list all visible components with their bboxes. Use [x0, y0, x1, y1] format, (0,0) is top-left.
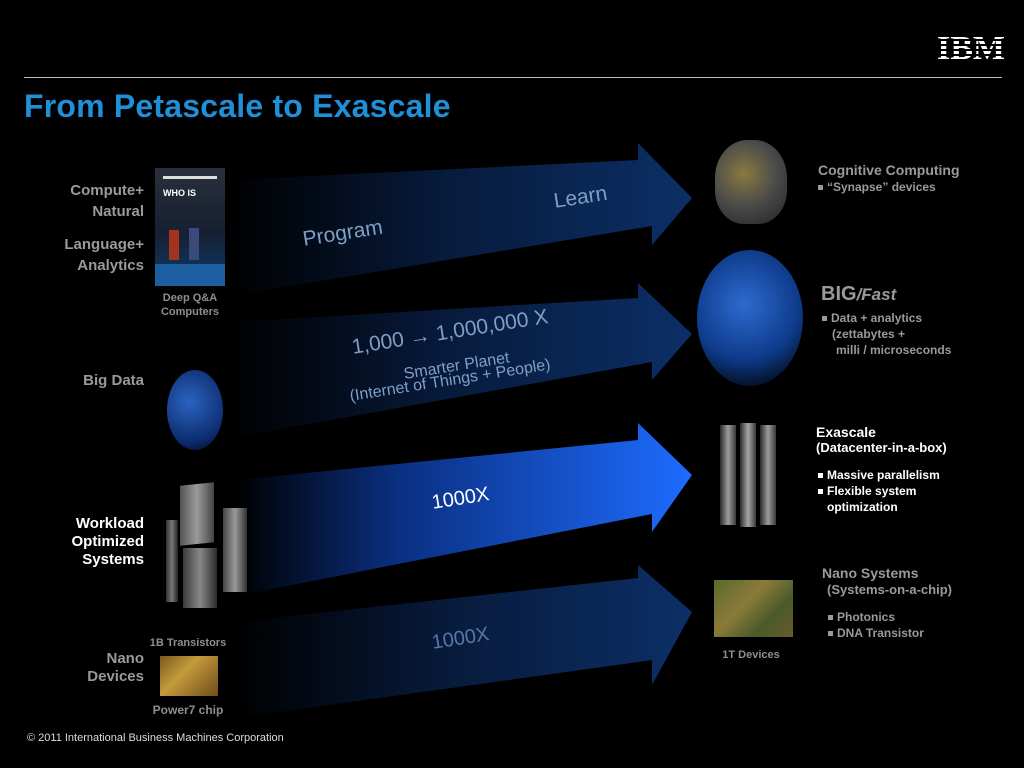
- r4-title: Nano Systems: [822, 565, 919, 581]
- r4-caption: 1T Devices: [722, 649, 780, 661]
- row3-label-line: Workload: [75, 515, 144, 532]
- row1-caption-line: Deep Q&A: [162, 292, 218, 304]
- row1-label-line: Compute+: [70, 182, 144, 199]
- exascale-rack-image-c: [760, 425, 776, 525]
- r2-title-big: BIG: [821, 283, 857, 305]
- r2-bullet-text: milli / microseconds: [836, 343, 952, 357]
- bullet-icon: [818, 489, 823, 495]
- row1-caption-line: Computers: [160, 306, 220, 318]
- r1-bullet: “Synapse” devices: [818, 179, 936, 195]
- exascale-rack-image-a: [720, 425, 736, 525]
- big-data-globe-image: [167, 370, 223, 450]
- bullet-icon: [828, 615, 833, 621]
- row3-label-line: Systems: [82, 551, 144, 568]
- arrow-1: [230, 143, 692, 296]
- r2-bullet-text: (zettabytes +: [832, 327, 906, 341]
- server-rack-image-c: [183, 548, 217, 608]
- exascale-rack-image-b: [740, 423, 756, 527]
- bullet-icon: [818, 473, 823, 479]
- row2-label: Big Data: [83, 372, 144, 389]
- row1-caption: Deep Q&A Computers: [150, 291, 230, 319]
- arrow-4: [236, 565, 692, 718]
- row4-label: Nano Devices: [30, 650, 144, 686]
- server-rack-image-b: [166, 520, 178, 602]
- r2-bullets: Data + analytics (zettabytes + milli / m…: [822, 310, 951, 358]
- r1-bullet-text: “Synapse” devices: [827, 180, 936, 194]
- r2-title: BIG/Fast: [821, 283, 896, 306]
- header-divider: [24, 77, 1002, 78]
- brain-scan-image: [715, 140, 787, 224]
- r2-bullet-text: Data + analytics: [831, 311, 923, 325]
- r4-bullet-text: DNA Transistor: [837, 626, 924, 640]
- server-rack-image-d: [223, 508, 247, 592]
- bullet-icon: [828, 631, 833, 637]
- page-title: From Petascale to Exascale: [24, 88, 451, 124]
- r3-bullet-text: Massive parallelism: [827, 468, 940, 482]
- r4-sub: (Systems-on-a-chip): [827, 582, 952, 597]
- row4-caption: Power7 chip: [152, 703, 224, 717]
- row3-caption: 1B Transistors: [149, 637, 227, 649]
- r3-sub: (Datacenter-in-a-box): [816, 440, 947, 455]
- big-data-globe-large-image: [697, 250, 803, 386]
- row1-label-line: Analytics: [77, 257, 144, 274]
- row1-label-line: Natural: [92, 203, 144, 220]
- r4-bullets: Photonics DNA Transistor: [828, 609, 924, 641]
- bullet-icon: [818, 185, 823, 191]
- r4-bullet-text: Photonics: [837, 610, 896, 624]
- r3-bullets: Massive parallelism Flexible system opti…: [818, 467, 940, 515]
- svg-text:IBM: IBM: [938, 30, 1004, 66]
- arrow-2: [232, 283, 692, 438]
- row1-label-line: Language+: [64, 236, 144, 253]
- row1-label: Compute+ Natural Language+ Analytics: [30, 180, 144, 276]
- ibm-logo: IBM: [937, 28, 1005, 67]
- r3-title: Exascale: [816, 424, 876, 440]
- server-rack-image-a: [180, 482, 214, 546]
- watson-magazine-image: WHO IS: [155, 168, 225, 286]
- r1-title: Cognitive Computing: [818, 162, 960, 178]
- row3-label-line: Optimized: [71, 533, 144, 550]
- copyright-footer: © 2011 International Business Machines C…: [27, 732, 284, 744]
- power7-chip-image: [160, 656, 218, 696]
- r3-bullet-text: Flexible system: [827, 484, 917, 498]
- nano-chip-image: [714, 580, 793, 637]
- r3-bullet-text: optimization: [827, 500, 898, 514]
- r2-title-fast: /Fast: [856, 285, 897, 304]
- row4-label-line: Nano: [106, 650, 145, 667]
- row4-label-line: Devices: [87, 668, 144, 685]
- row3-label: Workload Optimized Systems: [30, 515, 144, 569]
- arrow-3: [236, 423, 692, 596]
- bullet-icon: [822, 316, 827, 322]
